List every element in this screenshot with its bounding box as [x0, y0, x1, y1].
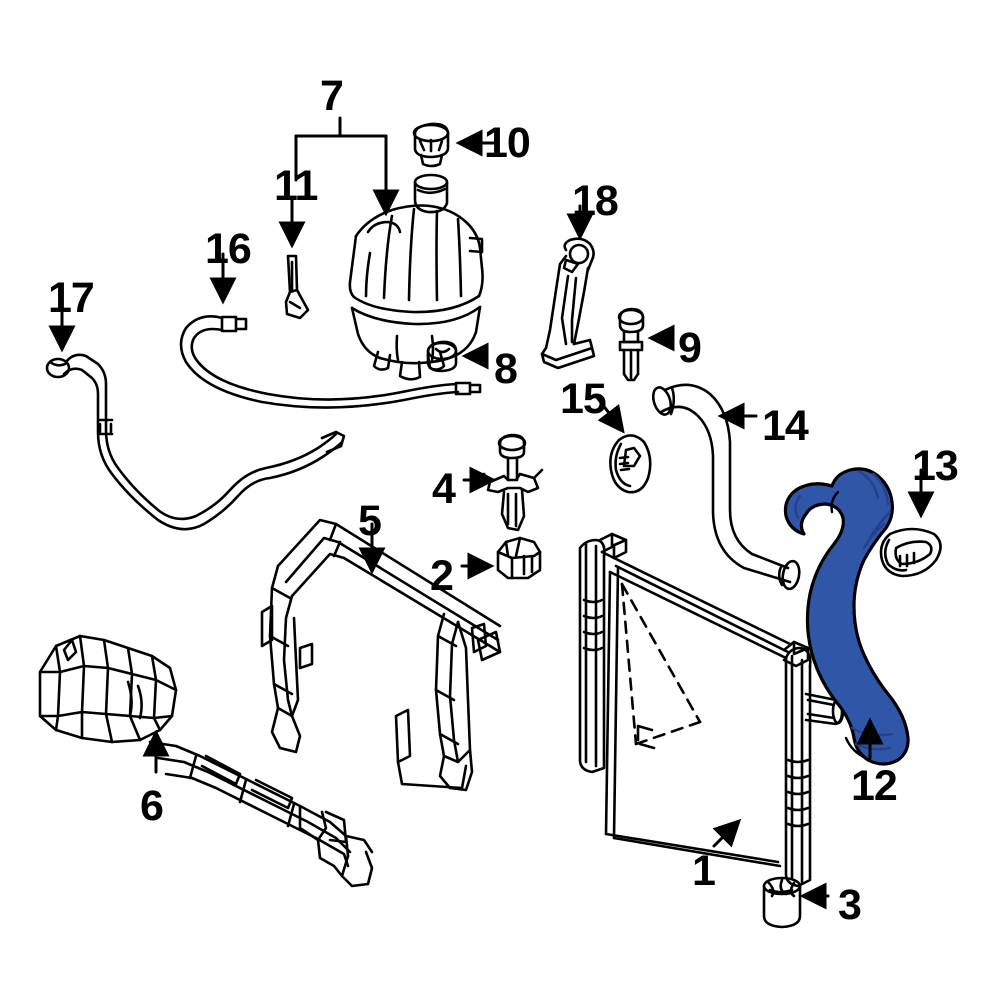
callout-number-13[interactable]: 13 [912, 442, 959, 490]
part-tank-retaining-clip[interactable] [284, 254, 310, 320]
callout-number-8[interactable]: 8 [494, 345, 518, 393]
callout-number-17[interactable]: 17 [48, 274, 95, 322]
callout-number-15[interactable]: 15 [560, 375, 607, 423]
callout-number-9[interactable]: 9 [678, 324, 702, 372]
part-mounting-pin[interactable] [617, 307, 645, 382]
part-overflow-hose[interactable] [45, 353, 346, 531]
callout-number-14[interactable]: 14 [762, 402, 809, 450]
part-retainer-clip[interactable] [496, 536, 542, 580]
callout-leaders [48, 116, 935, 910]
callout-number-16[interactable]: 16 [205, 225, 252, 273]
callout-number-4[interactable]: 4 [432, 465, 456, 513]
part-radiator-support-lower[interactable] [38, 634, 374, 888]
part-radiator-lower-hose[interactable] [783, 467, 910, 766]
part-expansion-tank[interactable] [348, 173, 484, 381]
part-push-pin-fastener[interactable] [482, 433, 544, 532]
part-vent-hose[interactable] [179, 315, 482, 409]
callout-number-2[interactable]: 2 [430, 552, 454, 600]
part-radiator-support-upper[interactable] [260, 518, 502, 792]
callout-number-1[interactable]: 1 [692, 847, 716, 895]
callout-number-6[interactable]: 6 [140, 782, 164, 830]
callout-number-11[interactable]: 11 [274, 162, 318, 210]
callout-number-10[interactable]: 10 [484, 119, 531, 167]
callout-number-5[interactable]: 5 [358, 497, 382, 545]
callout-number-7[interactable]: 7 [320, 72, 344, 120]
part-radiator[interactable] [578, 532, 845, 888]
callout-number-3[interactable]: 3 [838, 881, 862, 929]
part-hose-clamp-15[interactable] [609, 434, 652, 494]
part-fan-shroud-bracket[interactable] [540, 237, 596, 370]
part-expansion-tank-cap[interactable] [412, 122, 450, 168]
part-coolant-level-sensor[interactable] [426, 340, 458, 373]
callout-number-18[interactable]: 18 [572, 177, 619, 225]
callout-number-12[interactable]: 12 [851, 762, 898, 810]
part-hose-clamp-13[interactable] [879, 527, 942, 578]
